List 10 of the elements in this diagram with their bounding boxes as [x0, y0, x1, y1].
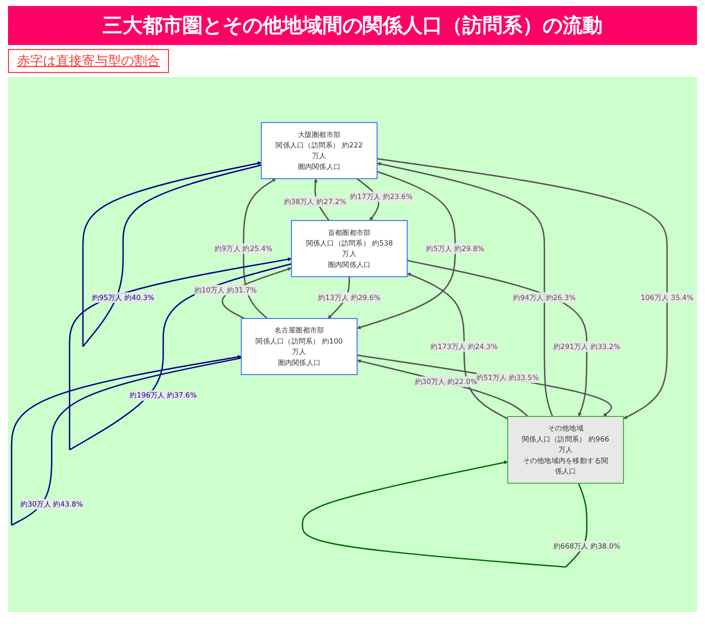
title-banner: 三大都市圏とその他地域間の関係人口（訪問系）の流動	[8, 6, 697, 45]
arrow	[357, 354, 612, 416]
arrow	[377, 158, 668, 419]
arrow	[356, 358, 528, 417]
arrow	[376, 162, 554, 416]
arrow	[82, 161, 262, 347]
arrow	[407, 272, 508, 420]
arrow	[407, 260, 588, 416]
arrow	[242, 178, 276, 319]
note: 赤字は直接寄与型の割合	[8, 49, 169, 73]
